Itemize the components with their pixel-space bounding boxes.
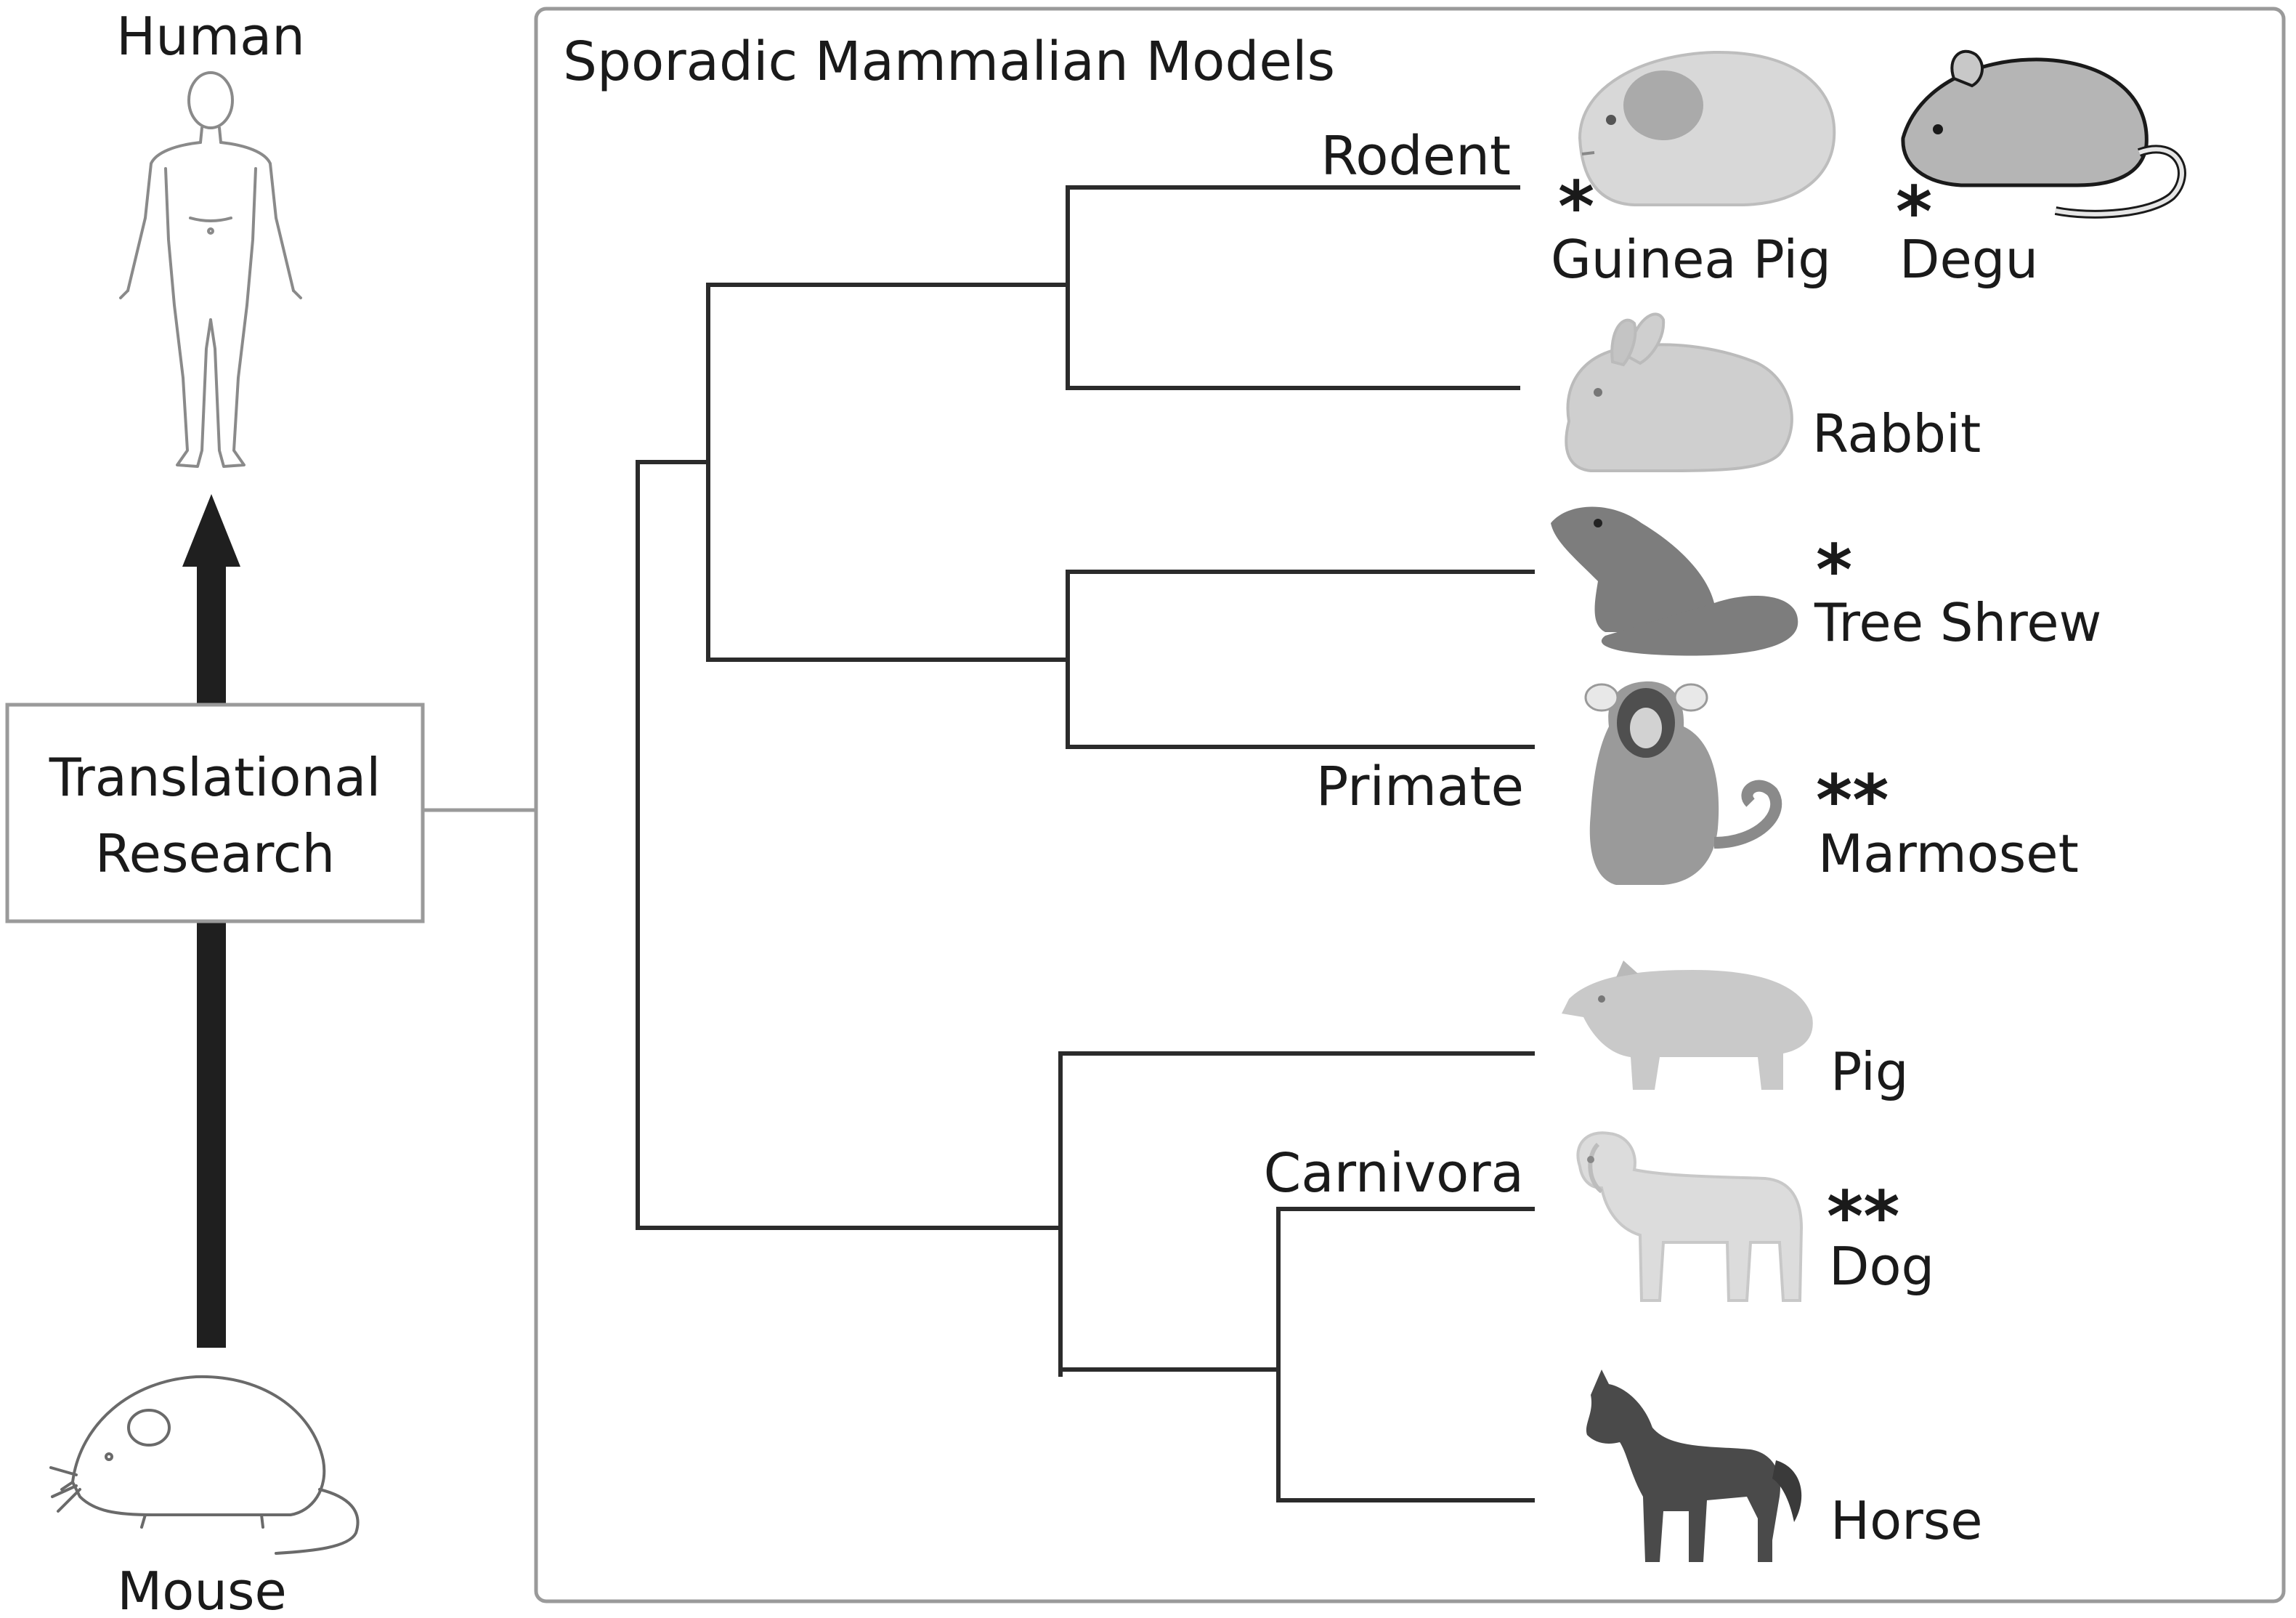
degu-label: Degu [1899, 229, 2038, 290]
degu-icon [1901, 49, 2186, 219]
guinea-pig-marker: * [1558, 166, 1594, 248]
dog-marker: ** [1827, 1176, 1899, 1258]
tree-shrew-label: Tree Shrew [1814, 592, 2101, 653]
dog-label: Dog [1829, 1236, 1934, 1297]
horse-icon [1586, 1370, 1802, 1562]
pig-label: Pig [1830, 1041, 1909, 1102]
rabbit-icon [1565, 312, 1793, 472]
group-label-carnivora: Carnivora [1264, 1142, 1524, 1205]
marmoset-icon [1584, 681, 1782, 885]
marmoset-marker: ** [1816, 760, 1889, 841]
group-label-rodent: Rodent [1321, 125, 1511, 187]
guinea-pig-label: Guinea Pig [1551, 229, 1831, 290]
models-panel [534, 7, 2286, 1603]
translational-research-line2: Research [95, 823, 335, 884]
models-panel-title: Sporadic Mammalian Models [563, 31, 1335, 93]
guinea-pig-icon [1578, 50, 1836, 206]
human-label: Human [116, 6, 305, 67]
translational-research-line1: Translational [49, 747, 381, 808]
mouse-label: Mouse [117, 1561, 287, 1618]
phylogenetic-tree [636, 185, 1535, 1502]
rabbit-label: Rabbit [1812, 403, 1981, 464]
translation-arrow-icon [182, 494, 240, 1348]
marmoset-label: Marmoset [1818, 823, 2079, 884]
tree-shrew-marker: * [1816, 530, 1852, 611]
mouse-outline-icon [49, 1375, 360, 1555]
translational-research-box [5, 703, 425, 923]
human-figure-icon [119, 71, 302, 468]
horse-label: Horse [1830, 1490, 1983, 1551]
group-label-primate: Primate [1316, 756, 1524, 818]
degu-marker: * [1896, 171, 1932, 253]
pig-icon [1562, 960, 1813, 1090]
dog-icon [1576, 1131, 1804, 1302]
tree-shrew-icon [1551, 506, 1798, 656]
